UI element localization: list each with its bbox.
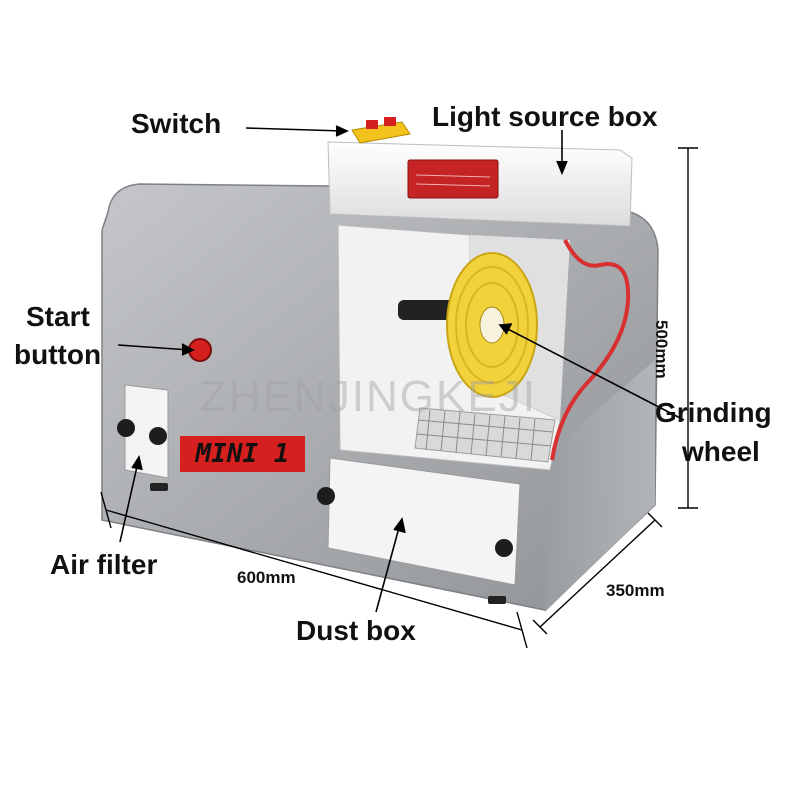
annotation-arrows	[117, 125, 685, 613]
air-filter-panel	[124, 384, 169, 479]
dimension-lines	[100, 147, 698, 649]
label-grinding-wheel-line2: wheel	[682, 436, 760, 467]
grid-tray	[414, 407, 556, 463]
label-grinding-wheel-line1: Grinding	[655, 397, 772, 428]
switch-graphic	[351, 117, 411, 144]
light-source-box-graphic	[327, 141, 633, 227]
watermark-text: ZHENJINGKEJI	[200, 372, 537, 421]
label-start-button-line2: button	[14, 339, 102, 370]
dust-box-drawer	[327, 457, 521, 586]
brand-plate: MINI 1	[180, 436, 305, 472]
label-light-source-box: Light source box	[432, 101, 658, 132]
machine-side	[545, 360, 655, 612]
spindle-shaft	[398, 300, 458, 320]
red-cable	[550, 239, 631, 461]
dimension-depth: 350mm	[606, 581, 665, 600]
label-switch: Switch	[131, 108, 222, 139]
feet	[150, 483, 506, 604]
knobs	[117, 419, 513, 557]
label-dust-box: Dust box	[296, 615, 416, 646]
dimension-height: 500mm	[652, 320, 671, 379]
dimension-width: 600mm	[237, 568, 296, 587]
label-air-filter: Air filter	[50, 549, 158, 580]
grinding-wheel-graphic	[446, 252, 538, 398]
label-start-button-line1: Start	[26, 301, 90, 332]
